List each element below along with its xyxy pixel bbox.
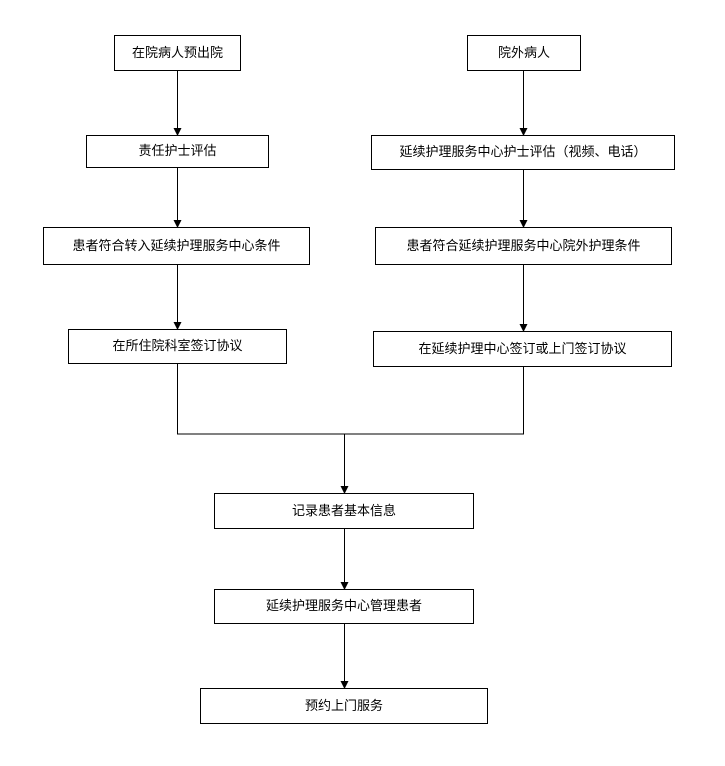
node-label: 患者符合转入延续护理服务中心条件 [72, 238, 281, 254]
node-label: 记录患者基本信息 [291, 503, 396, 519]
node-center-nurse-assessment: 延续护理服务中心护士评估（视频、电话） [371, 135, 675, 170]
node-outpatient: 院外病人 [467, 35, 581, 71]
node-inpatient-pre-discharge: 在院病人预出院 [114, 35, 241, 71]
node-label: 患者符合延续护理服务中心院外护理条件 [406, 238, 641, 254]
node-label: 责任护士评估 [138, 144, 217, 159]
node-sign-agreement-at-center-or-home: 在延续护理中心签订或上门签订协议 [373, 331, 672, 367]
node-label: 延续护理服务中心管理患者 [265, 599, 422, 614]
node-label: 在所住院科室签订协议 [112, 339, 243, 354]
node-label: 预约上门服务 [304, 698, 383, 714]
node-label: 在延续护理中心签订或上门签订协议 [418, 341, 627, 357]
merge-connector [177, 364, 524, 435]
node-center-manages-patient: 延续护理服务中心管理患者 [214, 589, 474, 624]
node-label: 在院病人预出院 [131, 45, 223, 61]
node-meets-outpatient-criteria: 患者符合延续护理服务中心院外护理条件 [375, 227, 672, 265]
node-sign-agreement-in-department: 在所住院科室签订协议 [68, 329, 287, 364]
node-book-home-service: 预约上门服务 [200, 688, 488, 724]
node-label: 院外病人 [497, 45, 550, 61]
node-label: 延续护理服务中心护士评估（视频、电话） [399, 145, 647, 160]
node-meets-transfer-criteria: 患者符合转入延续护理服务中心条件 [43, 227, 310, 265]
node-record-basic-info: 记录患者基本信息 [214, 493, 474, 529]
node-responsible-nurse-assessment: 责任护士评估 [86, 135, 269, 168]
